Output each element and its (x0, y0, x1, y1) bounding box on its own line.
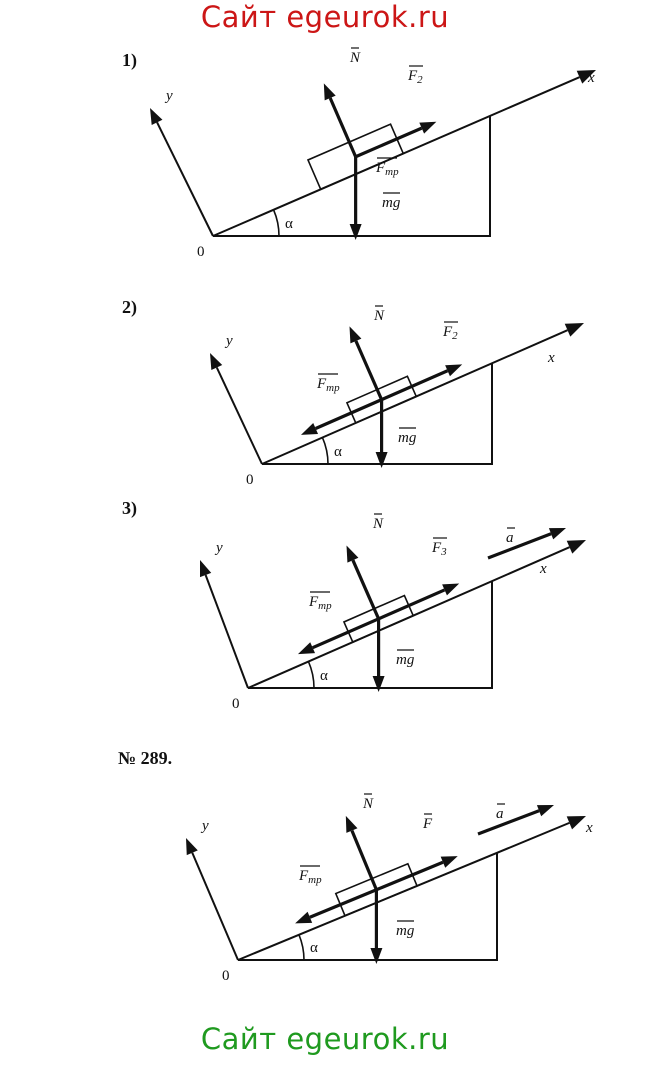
gravity-arrow (375, 399, 388, 468)
angle-label: α (334, 444, 342, 460)
applied-force-arrow (377, 583, 460, 621)
friction-force-label: Fmp (316, 376, 340, 394)
y-axis-arrow (150, 108, 214, 237)
applied-force-arrow (355, 121, 437, 159)
incline-base (213, 115, 491, 237)
normal-force-arrow (323, 83, 358, 158)
angle-label: α (285, 216, 293, 232)
incline-base (248, 581, 493, 689)
origin-label: 0 (246, 472, 254, 488)
site-banner-bottom: Сайт egeurok.ru (200, 1022, 450, 1056)
y-axis-label: y (200, 818, 209, 834)
acceleration-arrow (487, 528, 566, 560)
incline-base (238, 852, 498, 961)
y-axis-arrow (186, 838, 239, 961)
x-axis-arrow (237, 816, 586, 961)
friction-force-arrow (295, 888, 378, 924)
x-axis-arrow (261, 323, 584, 465)
origin-label: 0 (232, 696, 240, 712)
x-axis-label: x (587, 70, 595, 86)
gravity-label: mg (396, 923, 415, 939)
normal-force-arrow (345, 815, 378, 891)
angle-arc (307, 661, 315, 689)
diagram-3-number: 3) (122, 498, 137, 518)
origin-label: 0 (222, 968, 230, 984)
applied-force-label: F (422, 816, 433, 832)
applied-force-label: F2 (442, 324, 458, 342)
gravity-label: mg (382, 195, 401, 211)
incline-base (262, 363, 493, 465)
normal-force-label: N (349, 50, 361, 66)
diagram-1-number: 1) (122, 50, 137, 70)
friction-force-arrow (297, 617, 380, 655)
friction-force-label: Fmp (308, 594, 332, 612)
normal-force-arrow (346, 545, 381, 620)
acceleration-label: a (506, 530, 514, 546)
gravity-arrow (370, 889, 383, 964)
origin-label: 0 (197, 244, 205, 260)
angle-label: α (310, 940, 318, 956)
acceleration-arrow (477, 805, 554, 836)
applied-force-arrow (375, 856, 458, 892)
acceleration-label: a (496, 806, 504, 822)
gravity-label: mg (396, 652, 415, 668)
friction-force-arrow (300, 398, 383, 435)
normal-force-label: N (372, 516, 384, 532)
site-banner-top: Сайт egeurok.ru (200, 0, 450, 34)
x-axis-label: x (539, 561, 547, 577)
y-axis-arrow (210, 353, 263, 465)
normal-force-arrow (349, 326, 384, 401)
normal-force-label: N (373, 308, 385, 324)
diagram-2-number: 2) (122, 297, 137, 317)
y-axis-label: y (214, 540, 223, 556)
x-axis-label: x (547, 350, 555, 366)
y-axis-arrow (200, 560, 249, 689)
applied-force-label: F3 (431, 540, 447, 558)
y-axis-label: y (224, 333, 233, 349)
angle-label: α (320, 668, 328, 684)
x-axis-arrow (247, 540, 586, 689)
friction-force-label: Fmp (375, 160, 399, 178)
gravity-arrow (372, 618, 385, 692)
gravity-label: mg (398, 430, 417, 446)
x-axis-arrow (212, 70, 596, 237)
angle-arc (272, 209, 280, 237)
angle-arc (321, 437, 329, 465)
applied-force-label: F2 (407, 68, 423, 86)
y-axis-label: y (164, 88, 173, 104)
problem-number: № 289. (118, 748, 173, 768)
applied-force-arrow (380, 364, 463, 402)
gravity-arrow (349, 156, 362, 240)
angle-arc (298, 934, 305, 961)
x-axis-label: x (585, 820, 593, 836)
friction-force-label: Fmp (298, 868, 322, 886)
normal-force-label: N (362, 796, 374, 812)
